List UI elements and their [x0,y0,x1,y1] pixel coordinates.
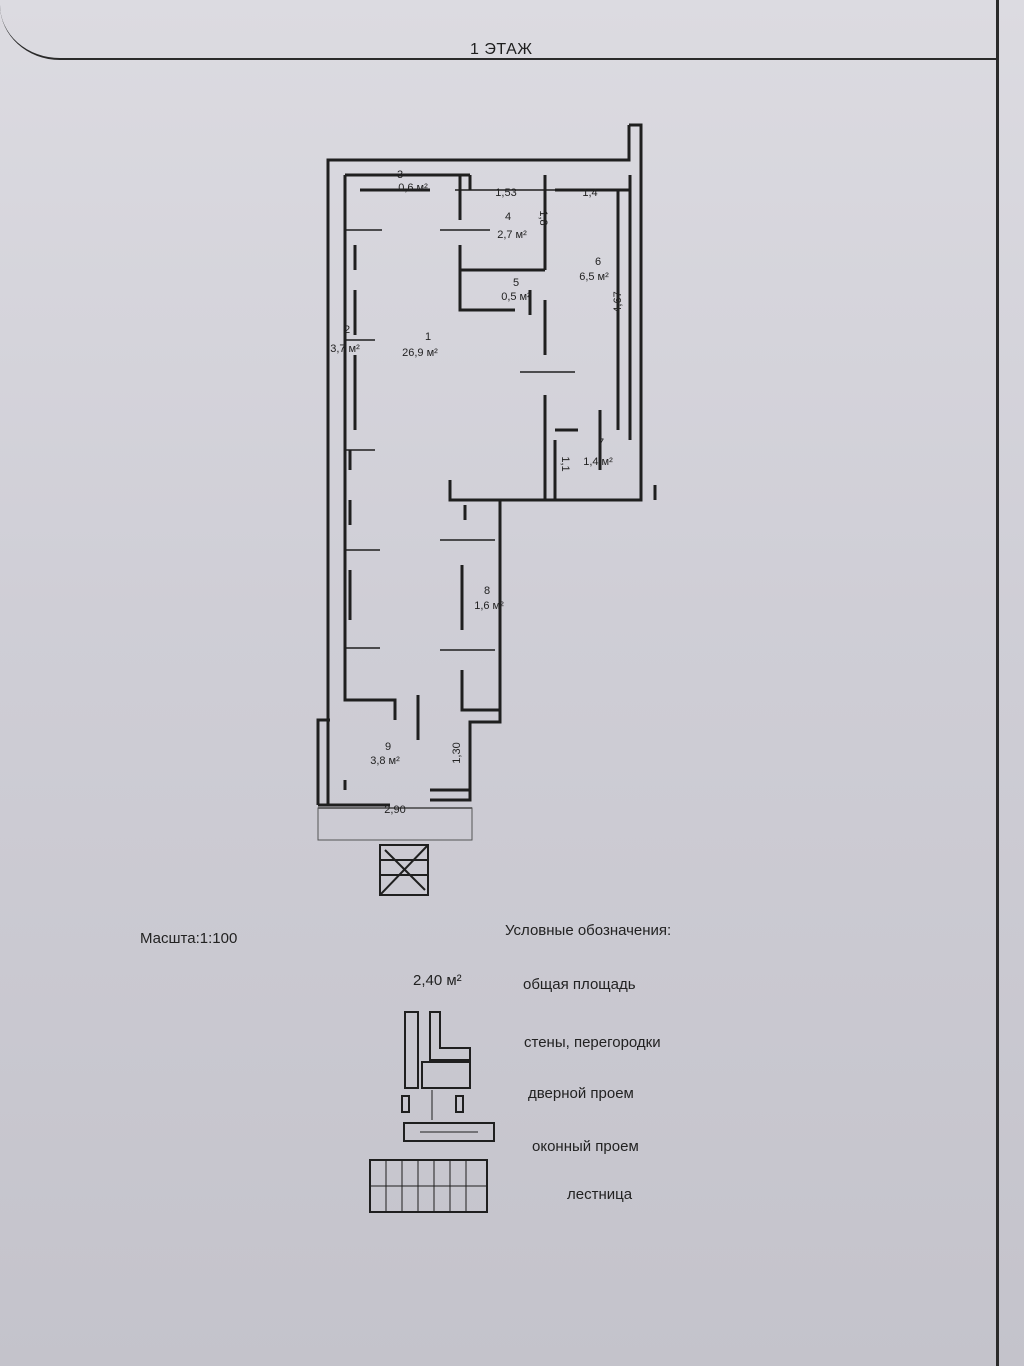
room-3-area: 0,6 м² [398,182,428,194]
room-5-area: 0,5 м² [501,291,531,303]
legend-title: Условные обозначения: [505,922,672,939]
walls [316,123,657,807]
room-9-number: 9 [385,741,391,753]
room-8-number: 8 [484,585,490,597]
sheet-frame-right [996,0,999,1366]
dimension-4-67: 4,67 [612,291,624,312]
room-3-number: 3 [397,169,403,181]
room-2-area: 3,7 м² [330,343,360,355]
entrance-porch [317,807,473,841]
room-1-area: 26,9 м² [402,347,438,359]
room-6-number: 6 [595,256,601,268]
room-4-area: 2,7 м² [497,229,527,241]
legend-window-icon [403,1122,495,1142]
room-labels: 1 26,9 м² 2 3,7 м² 3 0,6 м² 4 2,7 м² 5 0… [330,169,613,767]
room-8-area: 1,6 м² [474,600,504,612]
legend-item-stairs: лестница [567,1186,633,1203]
dimension-1-1: 1,1 [559,456,571,471]
dimension-labels: 1,53 1,4 1,8 4,67 1,1 1,30 2,90 [384,187,624,816]
floor-title: 1 ЭТАЖ [470,41,533,58]
legend-door-icon [401,1095,410,1113]
entrance-stairs-icon [379,844,429,896]
legend-item-door: дверной проем [528,1085,634,1102]
dimension-2-90: 2,90 [384,804,405,816]
room-7-area: 1,4 м² [583,456,613,468]
dimension-1-4: 1,4 [582,187,597,199]
legend-item-window: оконный проем [532,1138,639,1155]
room-5-number: 5 [513,277,519,289]
legend-sample-area: 2,40 м² [413,972,462,989]
legend-symbols [369,1011,495,1213]
room-2-number: 2 [344,324,350,336]
dimension-1-30: 1,30 [451,742,463,763]
scale-label: Масшта:1:100 [140,930,238,947]
room-9-area: 3,8 м² [370,755,400,767]
legend-stairs-icon [369,1159,488,1213]
room-7-number: 7 [598,437,604,449]
legend-item-total-area: общая площадь [523,976,636,993]
dimension-1-8: 1,8 [537,210,549,225]
room-4-number: 4 [505,211,511,223]
legend-item-walls: стены, перегородки [524,1034,661,1051]
room-1-number: 1 [425,331,431,343]
dimension-1-53: 1,53 [495,187,516,199]
legend-walls-thick-icon [404,1011,419,1089]
room-6-area: 6,5 м² [579,271,609,283]
sheet-frame-top [0,0,996,60]
